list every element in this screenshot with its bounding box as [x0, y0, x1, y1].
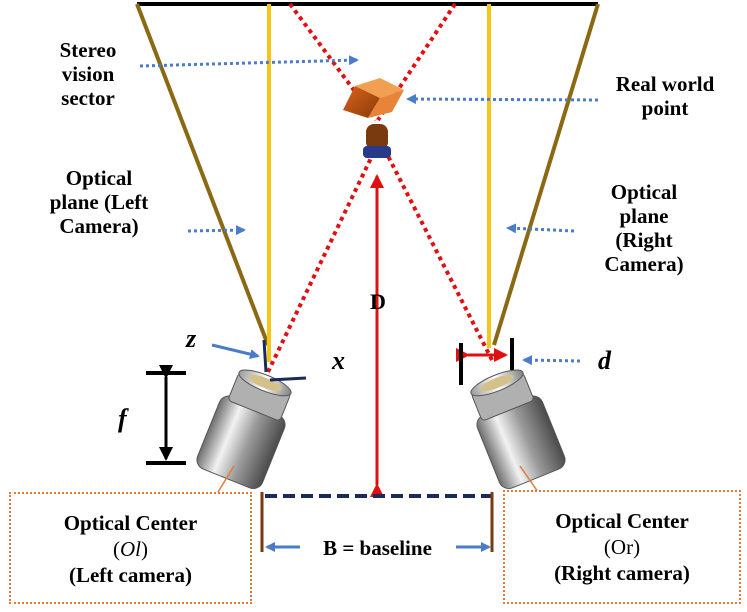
optical-plane-left-line [135, 3, 270, 346]
D-label: D [370, 289, 386, 314]
left-z-axis-marker [262, 339, 268, 373]
stereo-sector-pointer [139, 55, 359, 68]
f-label: f [118, 404, 127, 433]
optical-center-right-title: Optical Center [555, 509, 689, 533]
right-camera [470, 369, 566, 490]
optical-plane-right-pointer [506, 223, 575, 234]
optical-center-left-box: Optical Center (Ol) (Left camera) [9, 492, 252, 604]
sector-ray-right-inner [386, 155, 494, 361]
left-camera [196, 369, 292, 490]
real-world-point-label: Real world point [615, 72, 715, 120]
optical-plane-left-label: Optical plane (Left Camera) [49, 166, 149, 238]
real-world-point-object [343, 78, 404, 158]
real-world-point-pointer [406, 94, 599, 105]
optical-center-right-box: Optical Center (Or) (Right camera) [503, 490, 741, 604]
optical-center-left-camera: (Left camera) [68, 563, 192, 587]
d-label: d [598, 346, 611, 375]
optical-plane-right-line [492, 3, 600, 346]
optical-center-left-symbol: (Ol) [113, 537, 148, 561]
left-x-axis-marker [269, 376, 307, 382]
sector-ray-left-inner [266, 155, 374, 373]
optical-center-right-symbol: (Or) [603, 535, 641, 559]
z-pointer [211, 343, 260, 360]
baseline-label: B = baseline [323, 536, 432, 560]
d-pointer [522, 355, 581, 366]
optical-center-left-title: Optical Center [63, 511, 198, 535]
stereo-sector-label: Stereo vision sector [59, 38, 117, 110]
right-center-leader [519, 465, 539, 493]
optical-plane-left-pointer [187, 225, 246, 236]
left-center-leader [217, 465, 235, 493]
optical-center-right-camera: (Right camera) [554, 561, 690, 585]
z-label: z [186, 324, 197, 353]
optical-plane-right-label: Optical plane (Right Camera) [604, 180, 684, 276]
x-label: x [332, 346, 345, 375]
